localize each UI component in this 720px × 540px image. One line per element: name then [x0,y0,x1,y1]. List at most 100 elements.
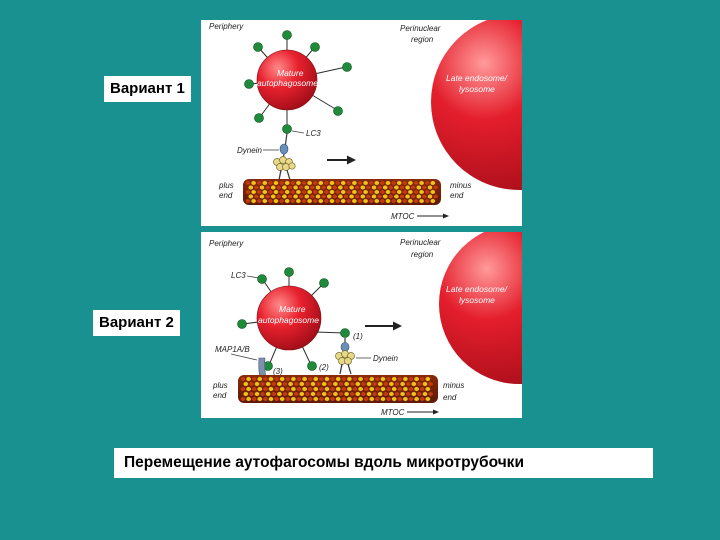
tubulin-bead [388,381,395,387]
lysosome-label-line1: Late endosome/ [446,73,509,83]
step-1-label: (1) [353,332,363,341]
tubulin-bead [332,185,338,190]
autophagosome-label-line1: Mature [277,68,304,78]
tubulin-bead [321,381,327,387]
tubulin-bead [380,386,386,392]
tubulin-bead [278,198,285,204]
tubulin-bead [262,396,269,402]
tubulin-bead [284,189,290,195]
tubulin-bead [397,396,403,402]
tubulin-bead [332,194,338,199]
mtoc-arrow-icon [417,213,449,219]
tubulin-bead [396,180,402,186]
tubulin-bead [388,194,394,199]
tubulin-bead [418,180,425,186]
microtubule [243,179,441,205]
minus-end-label-line1: minus [450,181,471,190]
tubulin-bead [262,386,269,392]
tubulin-bead [312,198,318,204]
tubulin-bead [323,198,330,204]
tubulin-bead [265,381,271,387]
tubulin-bead [424,180,430,186]
tubulin-bead [346,376,353,382]
tubulin-bead [318,386,325,392]
tubulin-bead [374,198,380,204]
tubulin-bead [354,194,360,199]
tubulin-bead [256,198,262,204]
tubulin-bead [418,198,425,204]
tubulin-bead [410,194,416,199]
tubulin-bead [265,391,271,397]
tubulin-bead [363,376,369,382]
tubulin-bead [271,391,277,397]
tubulin-bead [290,376,297,382]
tubulin-bead [256,180,262,186]
mtoc-label: MTOC [391,212,415,221]
tubulin-bead [267,198,274,204]
lc3-label: LC3 [231,271,246,280]
tubulin-bead [290,396,297,402]
tubulin-bead [301,180,307,186]
tubulin-bead [335,386,341,392]
tubulin-bead [245,180,251,186]
tubulin-bead [295,180,302,186]
tubulin-bead [335,376,341,382]
tubulin-bead [285,386,291,392]
tubulin-bead [374,386,381,392]
tubulin-bead [369,396,375,402]
tubulin-bead [306,189,313,195]
tubulin-bead [427,391,434,397]
tubulin-bead [385,386,392,392]
tubulin-bead [276,194,282,199]
tubulin-bead [273,386,280,392]
tubulin-bead [295,189,302,195]
tubulin-bead [425,376,431,382]
tubulin-bead [287,194,293,199]
perinuclear-label-line1: Perinuclear [400,238,441,247]
variant-1-label: Вариант 1 [104,76,191,102]
tubulin-bead [421,194,428,199]
tubulin-bead [276,185,282,190]
tubulin-bead [421,185,428,190]
tubulin-bead [290,386,297,392]
tubulin-bead [360,185,366,190]
tubulin-bead [267,180,274,186]
tubulin-bead [340,189,346,195]
tubulin-bead [369,376,375,382]
minus-end-label-line2: end [443,393,457,402]
tubulin-bead [262,376,269,382]
tubulin-bead [240,396,246,402]
tubulin-bead [346,180,352,186]
tubulin-bead [324,386,330,392]
tubulin-bead [335,396,341,402]
tubulin-bead [306,198,313,204]
tubulin-bead [310,391,316,397]
tubulin-bead [363,396,369,402]
tubulin-bead [380,376,386,382]
tubulin-bead [299,391,305,397]
tubulin-bead [240,386,246,392]
tubulin-bead [332,391,339,397]
tubulin-bead [407,198,414,204]
tubulin-bead [301,386,308,392]
tubulin-bead [304,185,310,190]
dynein-motor-icon [335,338,355,375]
tubulin-bead [318,198,324,204]
tubulin-bead [245,189,251,195]
tubulin-bead [321,391,327,397]
tubulin-bead [259,185,265,190]
tubulin-bead [320,194,327,199]
tubulin-bead [318,396,325,402]
tubulin-bead [268,386,274,392]
tubulin-bead [399,185,405,190]
tubulin-bead [399,381,406,387]
tubulin-bead [318,376,325,382]
tubulin-bead [391,396,397,402]
tubulin-bead [357,189,363,195]
tubulin-bead [250,198,257,204]
tubulin-bead [295,198,302,204]
tubulin-bead [251,386,257,392]
step-3-label: (3) [273,367,283,376]
tubulin-bead [402,376,409,382]
